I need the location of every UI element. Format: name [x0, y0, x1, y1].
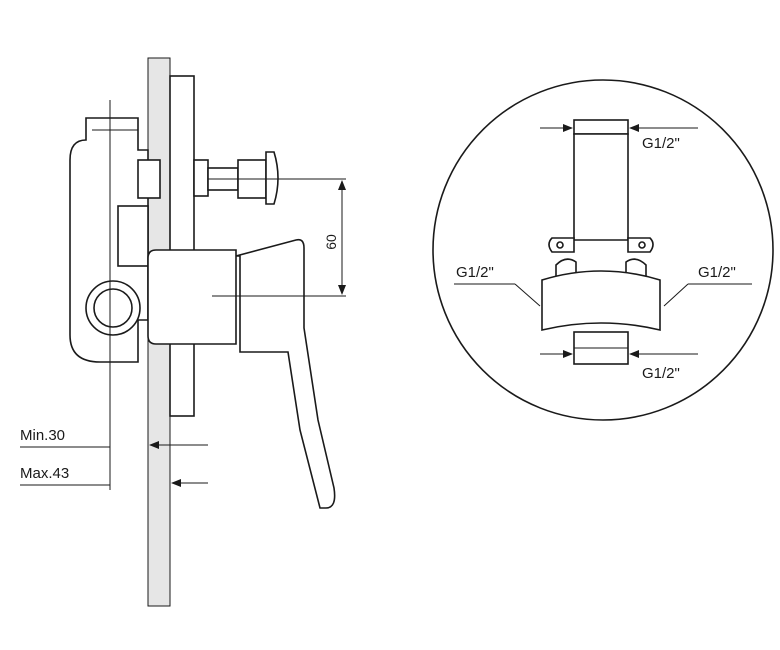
min-label: Min.30	[20, 427, 65, 444]
cover-plate	[169, 75, 195, 417]
concealed-valve-body	[69, 100, 161, 490]
thread-label-right: G1/2"	[698, 264, 736, 281]
max-label: Max.43	[20, 465, 69, 482]
thread-label-bottom: G1/2"	[642, 365, 680, 382]
detail-view: G1/2" G1/2" G1/2" G1/2"	[432, 79, 774, 421]
dimension-60-label: 60	[323, 234, 339, 250]
dimension-60: 60	[323, 180, 346, 295]
diverter-knob	[193, 151, 346, 205]
mixer-handle	[147, 238, 346, 509]
thread-label-top: G1/2"	[642, 135, 680, 152]
detail-circle	[432, 79, 774, 421]
side-view: 60 Min.30 Max.43	[20, 57, 346, 607]
thread-label-left: G1/2"	[456, 264, 494, 281]
dimension-min-max: Min.30 Max.43	[20, 427, 208, 487]
